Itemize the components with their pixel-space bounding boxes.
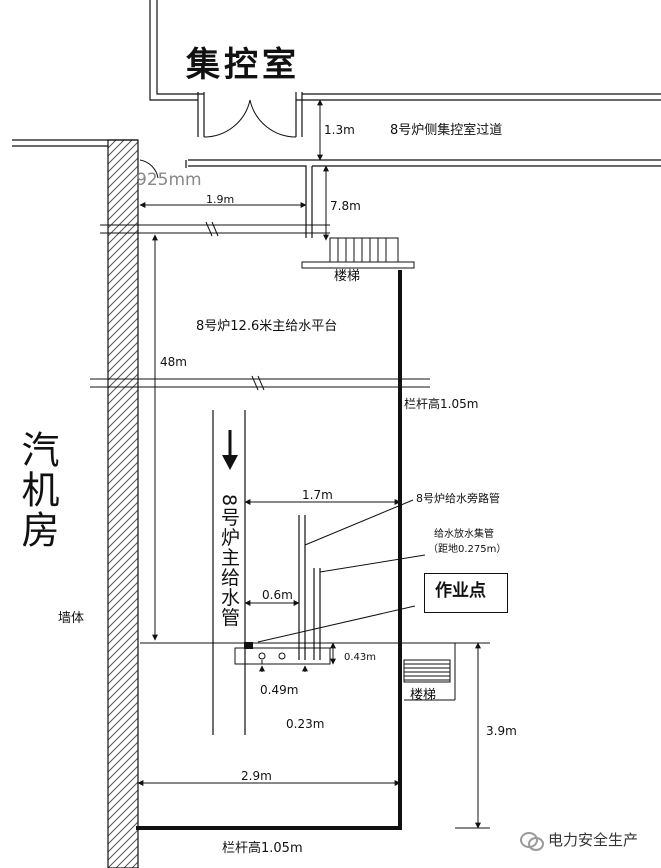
watermark-text: 电力安全生产 <box>548 831 639 849</box>
dim-7-8m: 7.8m <box>330 199 361 213</box>
dim-0-23m: 0.23m <box>286 717 325 731</box>
passage-label: 8号炉侧集控室过道 <box>390 123 503 138</box>
dimension-lines <box>137 99 481 829</box>
beam-lines <box>90 221 430 391</box>
dim-48m: 48m <box>160 355 187 369</box>
drain-header <box>234 647 331 665</box>
flow-arrow <box>222 430 238 470</box>
dim-1-9m: 1.9m <box>206 193 235 206</box>
turbine-room-label: 汽机房 <box>15 430 59 550</box>
leader-lines <box>257 499 426 643</box>
dim-2-9m: 2.9m <box>241 769 272 783</box>
work-point-label: 作业点 <box>435 581 486 601</box>
dim-0-43m: 0.43m <box>344 652 377 663</box>
left-wall <box>107 139 139 868</box>
work-point-box: 作业点 <box>424 573 508 613</box>
stair-top-label: 楼梯 <box>334 269 361 284</box>
double-door <box>203 99 297 138</box>
drain-pipe-label: 给水放水集管 <box>434 529 494 540</box>
wechat-icon <box>520 832 544 851</box>
dim-1-3m: 1.3m <box>324 123 355 137</box>
dim-3-9m: 3.9m <box>486 724 517 738</box>
stair-bottom-label: 楼梯 <box>410 688 437 703</box>
dim-0-49m: 0.49m <box>260 683 299 697</box>
main-feedwater-pipe <box>212 410 246 735</box>
railing-right-label: 栏杆高1.05m <box>404 397 479 411</box>
dim-1-7m: 1.7m <box>302 488 333 502</box>
wall-label: 墙体 <box>58 611 85 626</box>
main-pipe-label: 8号炉主给水管 <box>218 494 240 628</box>
control-room-title: 集控室 <box>186 45 300 85</box>
passage-wall <box>12 139 661 238</box>
dim-0-6m: 0.6m <box>262 588 293 602</box>
platform-label: 8号炉12.6米主给水平台 <box>196 319 338 334</box>
upper-stair <box>301 237 415 269</box>
bypass-pipe <box>298 515 321 660</box>
lower-stair <box>403 659 451 683</box>
railing-bottom-label: 栏杆高1.05m <box>222 841 303 856</box>
railing <box>136 270 402 830</box>
work-point-marker <box>244 642 253 649</box>
drain-height-label: （距地0.275m） <box>428 544 507 555</box>
floor-line <box>140 642 490 829</box>
bypass-pipe-label: 8号炉给水旁路管 <box>416 492 500 505</box>
dim-925mm: 925mm <box>136 170 202 190</box>
